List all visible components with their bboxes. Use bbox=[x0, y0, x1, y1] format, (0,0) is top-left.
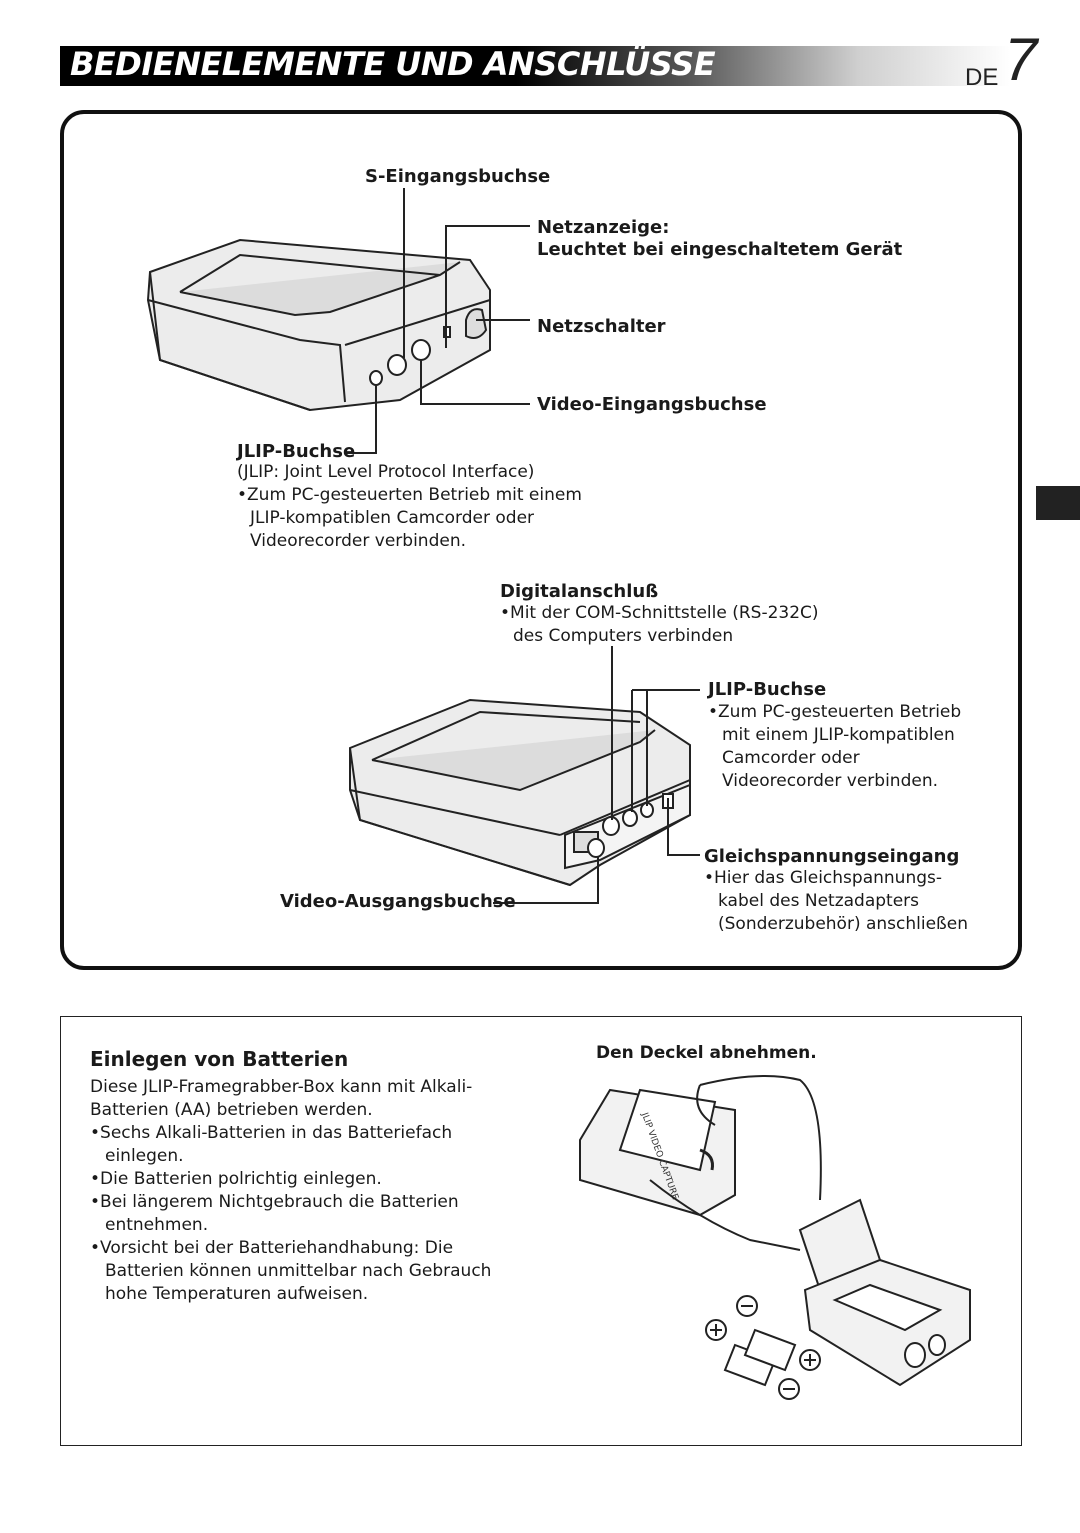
language-label: DE bbox=[965, 64, 999, 91]
label-power-indicator: Netzanzeige: bbox=[537, 217, 670, 238]
battery-panel bbox=[60, 1016, 1022, 1446]
header-bar bbox=[60, 46, 1010, 86]
battery-bullet: •Sechs Alkali-Batterien in das Batterief… bbox=[90, 1123, 453, 1143]
digital-desc-line: •Mit der COM-Schnittstelle (RS-232C) bbox=[500, 603, 819, 623]
controls-panel bbox=[60, 110, 1022, 970]
jlip-rear-desc-line: mit einem JLIP-kompatiblen bbox=[722, 725, 955, 745]
battery-bullet: hohe Temperaturen aufweisen. bbox=[105, 1284, 369, 1304]
step-label: Den Deckel abnehmen. bbox=[596, 1043, 817, 1063]
page-title: BEDIENELEMENTE UND ANSCHLÜSSE bbox=[70, 45, 716, 83]
jlip-desc-line: Videorecorder verbinden. bbox=[250, 531, 467, 551]
section-tab-marker bbox=[1036, 486, 1080, 520]
jlip-desc-line: •Zum PC-gesteuerten Betrieb mit einem bbox=[237, 485, 582, 505]
label-power-switch: Netzschalter bbox=[537, 316, 666, 337]
battery-bullet: •Bei längerem Nichtgebrauch die Batterie… bbox=[90, 1192, 459, 1212]
minus-icon bbox=[778, 1378, 800, 1400]
minus-icon bbox=[736, 1295, 758, 1317]
label-video-input: Video-Eingangsbuchse bbox=[537, 394, 767, 415]
jlip-rear-desc-line: Videorecorder verbinden. bbox=[722, 771, 939, 791]
battery-bullet: •Die Batterien polrichtig einlegen. bbox=[90, 1169, 382, 1189]
label-digital: Digitalanschluß bbox=[500, 581, 659, 602]
label-s-input: S-Eingangsbuchse bbox=[365, 166, 551, 187]
jlip-desc-line: JLIP-kompatiblen Camcorder oder bbox=[250, 508, 535, 528]
plus-icon bbox=[799, 1349, 821, 1371]
battery-bullet: entnehmen. bbox=[105, 1215, 209, 1235]
dc-desc-line: •Hier das Gleichspannungs- bbox=[704, 868, 942, 888]
jlip-rear-desc-line: •Zum PC-gesteuerten Betrieb bbox=[708, 702, 962, 722]
battery-heading: Einlegen von Batterien bbox=[90, 1047, 349, 1071]
label-power-indicator-desc: Leuchtet bei eingeschaltetem Gerät bbox=[537, 239, 903, 260]
battery-bullet: Batterien können unmittelbar nach Gebrau… bbox=[105, 1261, 492, 1281]
battery-compartment-drawing bbox=[798, 1198, 971, 1387]
battery-intro-line: Batterien (AA) betrieben werden. bbox=[90, 1100, 373, 1120]
jlip-rear-desc-line: Camcorder oder bbox=[722, 748, 860, 768]
digital-desc-line: des Computers verbinden bbox=[513, 626, 734, 646]
aa-batteries-drawing bbox=[723, 1328, 797, 1387]
label-dc-input: Gleichspannungseingang bbox=[704, 846, 960, 867]
battery-bullet: einlegen. bbox=[105, 1146, 184, 1166]
page-number: 7 bbox=[1004, 26, 1038, 93]
battery-bullet: •Vorsicht bei der Batteriehandhabung: Di… bbox=[90, 1238, 454, 1258]
jlip-desc-line: (JLIP: Joint Level Protocol Interface) bbox=[237, 462, 535, 482]
dc-desc-line: kabel des Netzadapters bbox=[718, 891, 920, 911]
dc-desc-line: (Sonderzubehör) anschließen bbox=[718, 914, 969, 934]
label-jlip-front: JLIP-Buchse bbox=[237, 441, 356, 462]
label-jlip-rear: JLIP-Buchse bbox=[708, 679, 827, 700]
battery-intro-line: Diese JLIP-Framegrabber-Box kann mit Alk… bbox=[90, 1077, 473, 1097]
lid-removal-drawing: JLIP VIDEO CAPTURE bbox=[579, 1075, 822, 1251]
plus-icon bbox=[705, 1319, 727, 1341]
label-video-output: Video-Ausgangsbuchse bbox=[280, 891, 516, 912]
